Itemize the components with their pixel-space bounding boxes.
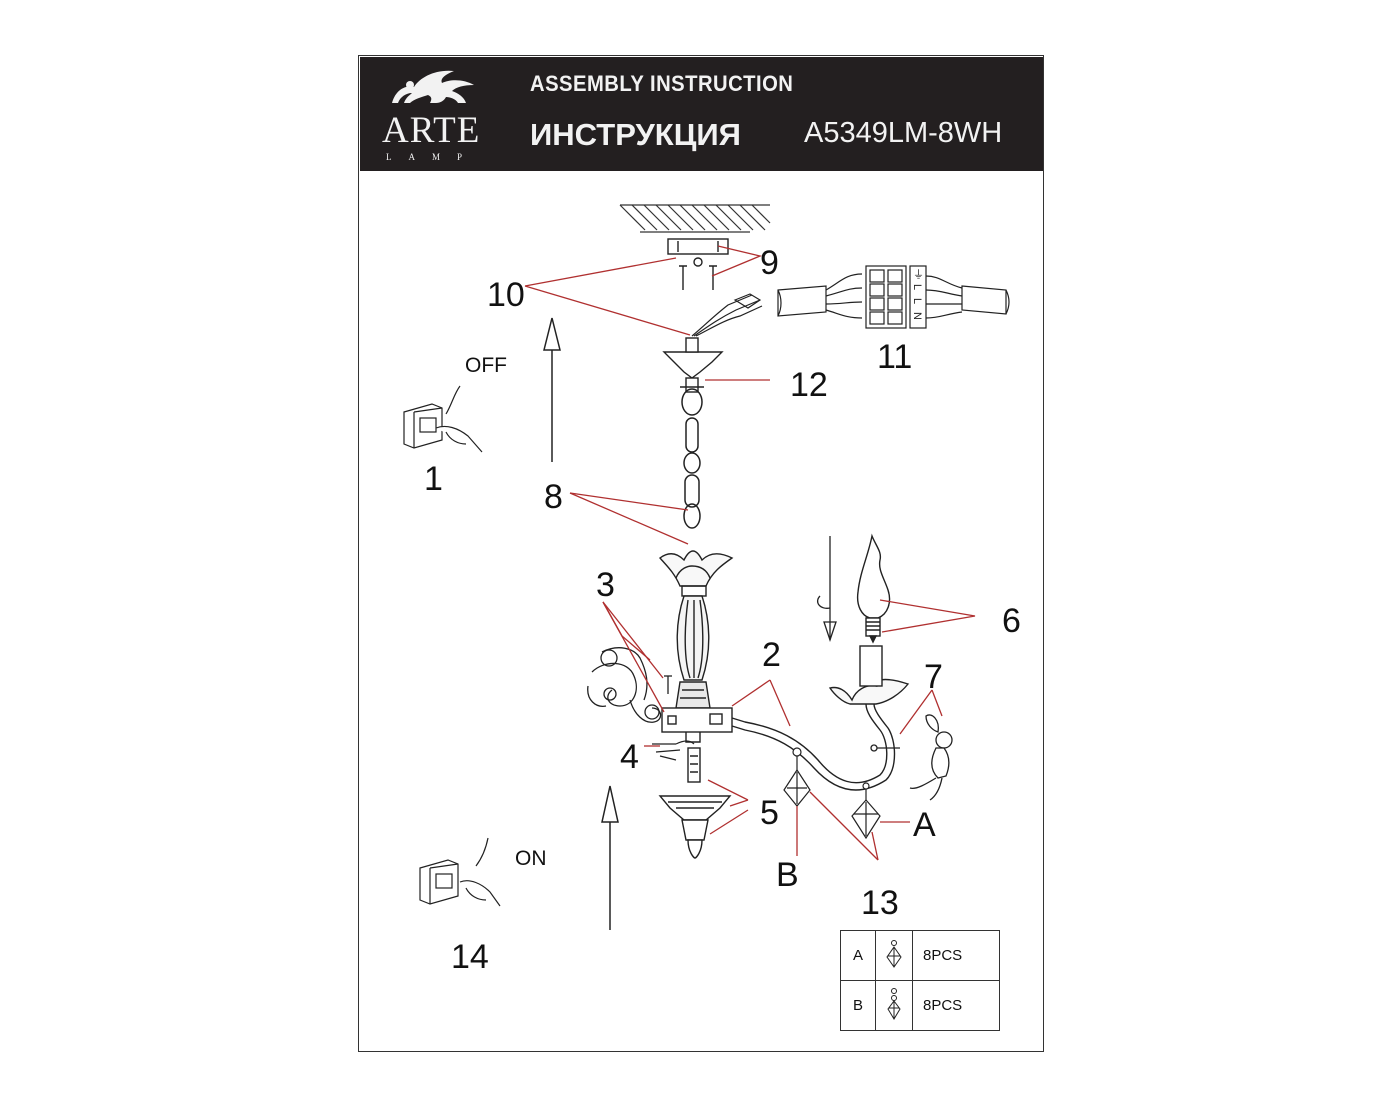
switch-on-icon [419,837,501,907]
label-part-b: B [776,856,799,894]
cherub-ornament [870,714,953,801]
part-qty: 8PCS [912,930,1000,981]
terminal-label: L [911,298,923,304]
label-step-11: 11 [877,338,913,376]
crystal-pendant-a [851,782,881,840]
crystal-pendant-b-icon [875,980,913,1031]
terminal-label: N [911,312,923,320]
wire-bundle [691,293,763,337]
label-step-8: 8 [544,478,563,516]
ceiling-hatch [619,204,771,233]
chandelier-body [658,550,734,743]
bottom-finial [658,747,732,859]
parts-table: A 8PCS B 8PCS [840,930,1000,1031]
wiring-terminal-labels: ⏚ L L N [911,268,924,320]
chain [681,388,703,529]
wire-connector [652,740,695,761]
header-bar: ARTE LAMP ASSEMBLY INSTRUCTION ИНСТРУКЦИ… [360,57,1043,171]
label-step-4: 4 [620,738,639,776]
canopy [662,337,724,393]
part-qty: 8PCS [912,980,1000,1031]
brand-logo-text: ARTE [382,110,481,151]
mounting-bracket [667,238,729,290]
wiring-diagram [777,265,1010,329]
label-step-6: 6 [1002,602,1021,640]
title-english: ASSEMBLY INSTRUCTION [530,71,794,96]
griffin-logo-icon [392,70,474,103]
switch-off-label: OFF [465,354,507,377]
label-step-7: 7 [924,658,943,696]
title-russian: ИНСТРУКЦИЯ [530,117,741,152]
lift-arrow-upper [543,317,561,462]
label-step-10: 10 [487,276,525,314]
switch-off-icon [403,385,483,453]
label-step-1: 1 [424,460,443,498]
brand-logo-subtext: LAMP [386,152,480,162]
label-step-5: 5 [760,794,779,832]
leader-lines [524,245,976,861]
chandelier-arm [731,645,910,791]
label-step-14: 14 [451,938,489,976]
label-step-13: 13 [861,884,899,922]
table-row: A 8PCS [840,930,1000,981]
label-part-a: A [913,806,936,844]
crystal-pendant-b [783,747,811,807]
terminal-label: ⏚ [913,268,924,281]
crystal-pendant-a-icon [875,930,913,981]
part-id: A [840,930,876,981]
label-step-9: 9 [760,244,779,282]
label-step-12: 12 [790,366,828,404]
switch-on-label: ON [515,847,547,870]
decorative-scroll [587,647,672,723]
label-step-2: 2 [762,636,781,674]
candle-bulb [856,533,891,644]
part-id: B [840,980,876,1031]
table-row: B 8PCS [840,980,1000,1031]
model-number: A5349LM-8WH [804,117,1003,149]
bulb-insert-arrow [816,536,837,643]
terminal-label: L [911,284,923,290]
lift-arrow-lower [601,785,619,930]
label-step-3: 3 [596,566,615,604]
